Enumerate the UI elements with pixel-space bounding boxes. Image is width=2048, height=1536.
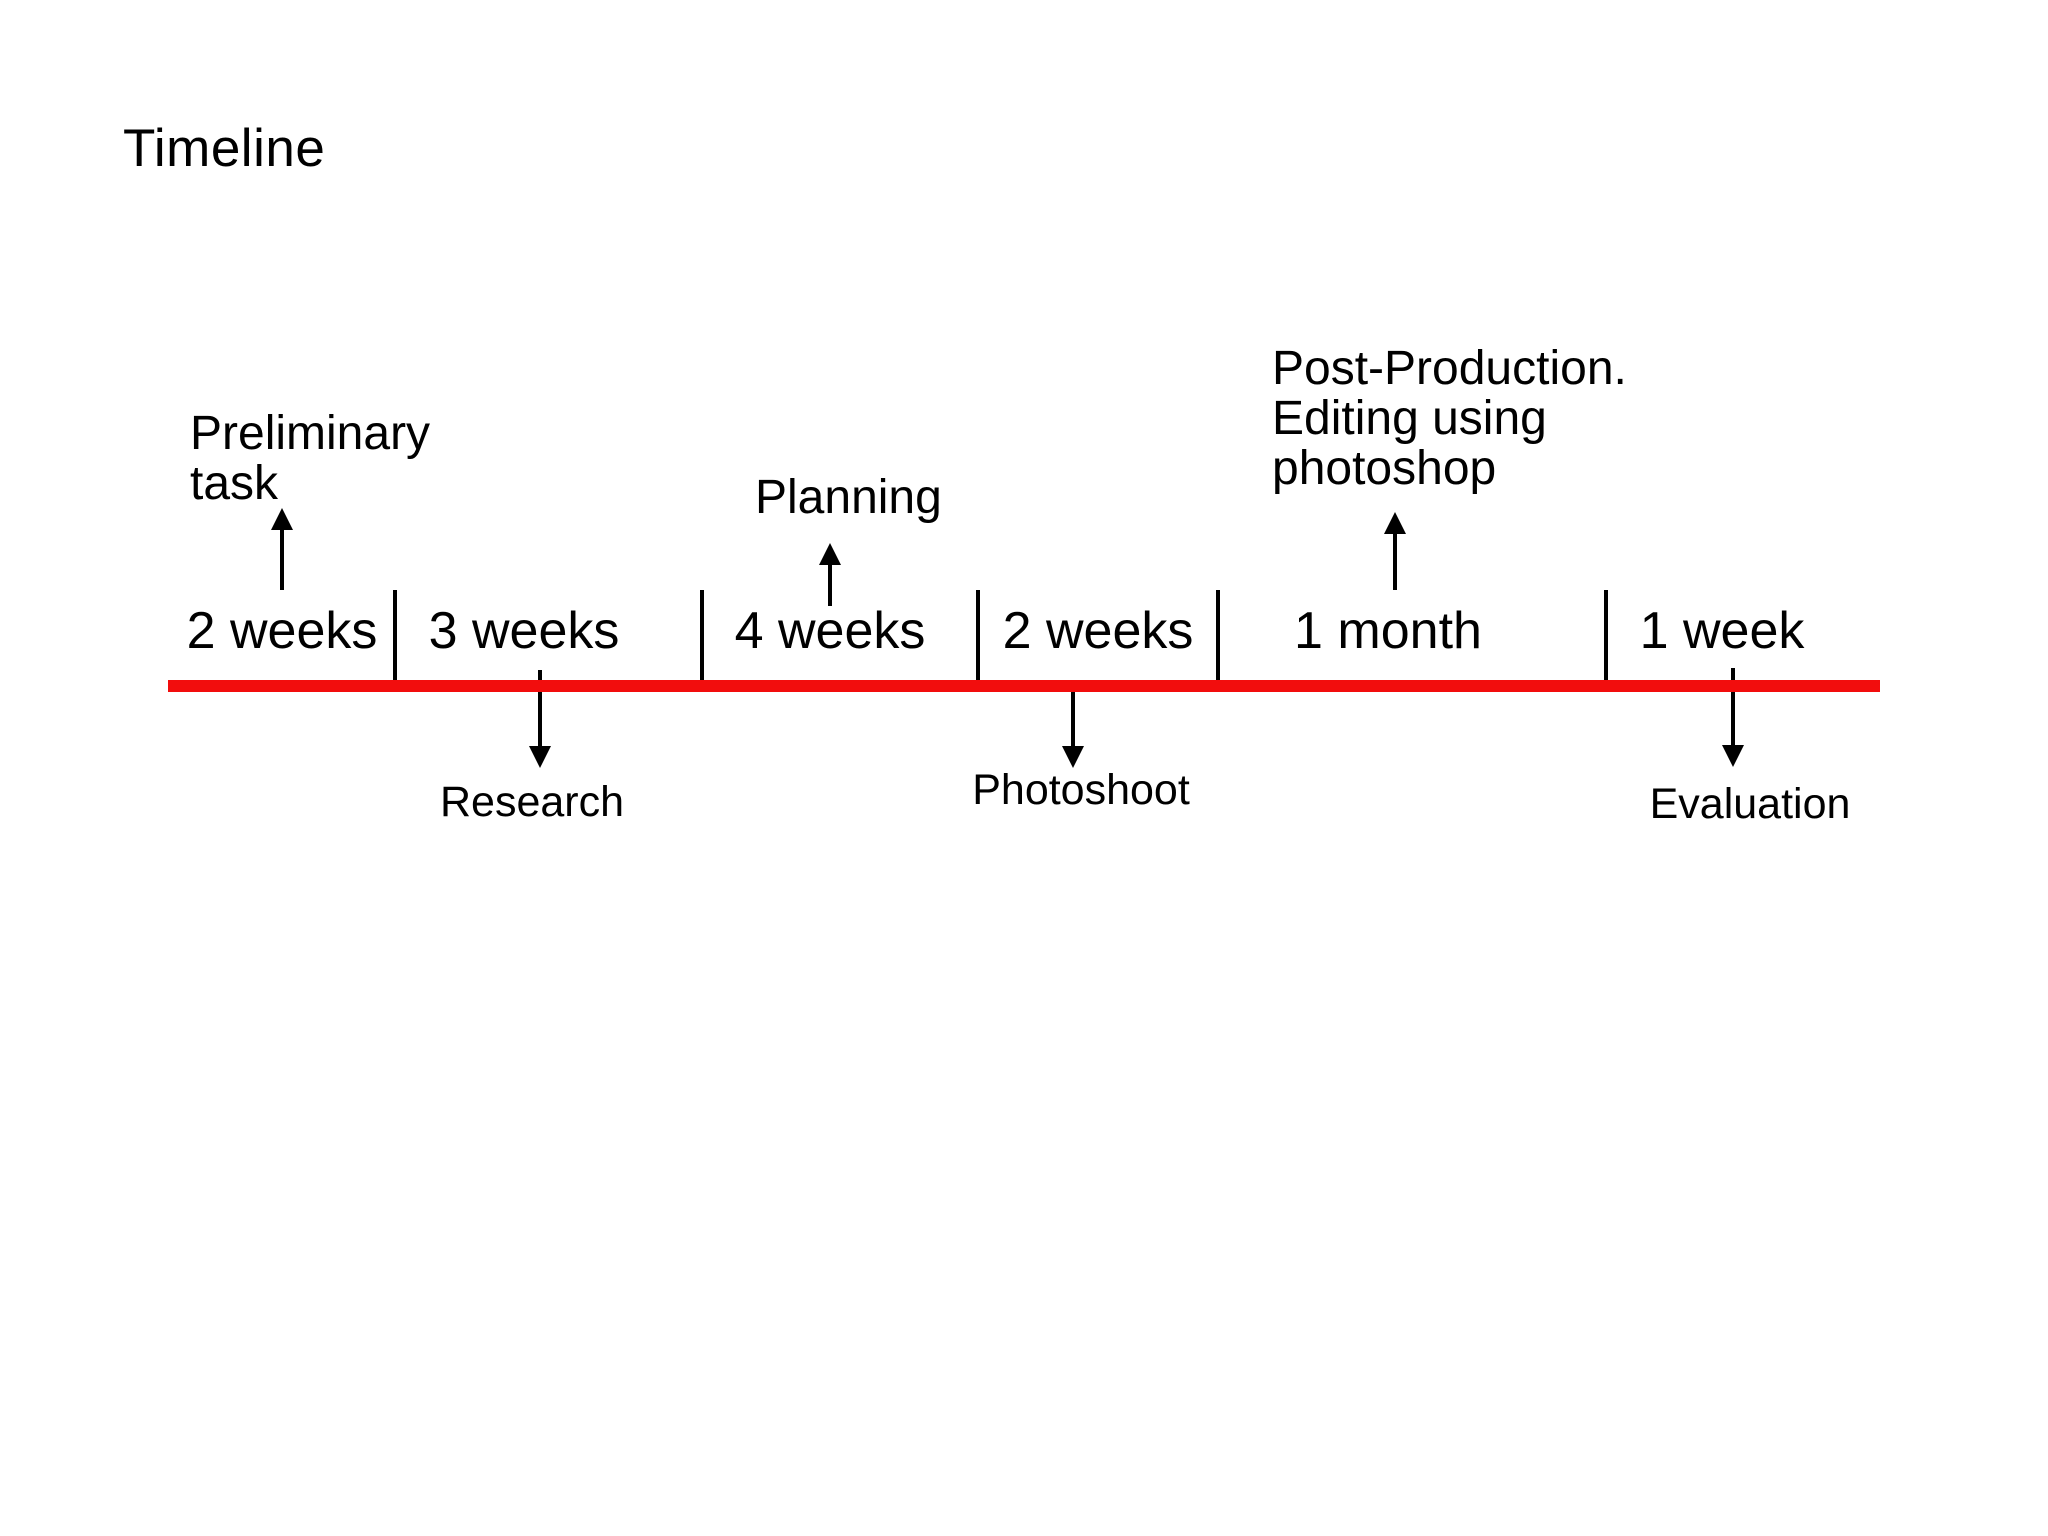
arrowhead bbox=[1722, 745, 1744, 767]
arrowhead bbox=[1062, 746, 1084, 768]
down-arrow-icon bbox=[1062, 685, 1084, 768]
event-label-evaluation: Evaluation bbox=[1649, 780, 1851, 828]
arrow-shaft bbox=[280, 530, 284, 590]
timeline-tick bbox=[700, 590, 704, 688]
up-arrow-icon bbox=[1384, 512, 1406, 590]
arrowhead bbox=[529, 746, 551, 768]
duration-label-4: 2 weeks bbox=[1002, 602, 1194, 660]
duration-label-5: 1 month bbox=[1294, 602, 1482, 660]
arrow-shaft bbox=[538, 670, 542, 746]
arrowhead bbox=[271, 508, 293, 530]
timeline-tick bbox=[1604, 590, 1608, 688]
down-arrow-icon bbox=[529, 670, 551, 768]
arrow-shaft bbox=[828, 565, 832, 606]
event-label-photoshoot: Photoshoot bbox=[972, 766, 1190, 814]
page-title: Timeline bbox=[123, 119, 326, 178]
timeline-tick bbox=[1216, 590, 1220, 688]
arrow-shaft bbox=[1393, 534, 1397, 590]
timeline-axis bbox=[168, 680, 1880, 692]
duration-label-3: 4 weeks bbox=[734, 602, 926, 660]
duration-label-6: 1 week bbox=[1639, 602, 1805, 660]
arrowhead bbox=[819, 543, 841, 565]
arrowhead bbox=[1384, 512, 1406, 534]
event-label-preliminary-task: Preliminary task bbox=[190, 407, 431, 510]
timeline-tick bbox=[976, 590, 980, 688]
up-arrow-icon bbox=[819, 543, 841, 606]
duration-label-2: 3 weeks bbox=[428, 602, 620, 660]
arrow-shaft bbox=[1071, 685, 1075, 746]
timeline-tick bbox=[393, 590, 397, 688]
arrow-shaft bbox=[1731, 668, 1735, 745]
event-label-research: Research bbox=[439, 778, 625, 826]
down-arrow-icon bbox=[1722, 668, 1744, 767]
duration-label-1: 2 weeks bbox=[186, 602, 378, 660]
event-label-planning: Planning bbox=[755, 471, 942, 524]
event-label-post-production: Post-Production. Editing using photoshop bbox=[1272, 342, 1627, 495]
up-arrow-icon bbox=[271, 508, 293, 590]
